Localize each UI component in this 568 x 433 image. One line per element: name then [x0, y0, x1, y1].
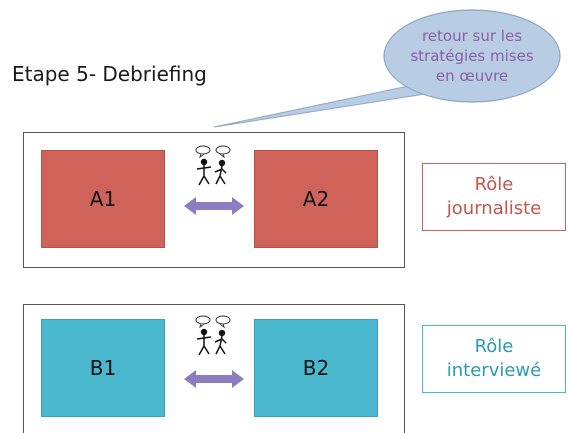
- card-a2: A2: [254, 150, 378, 248]
- card-a2-label: A2: [302, 187, 330, 211]
- role-box-journaliste: Rôle journaliste: [422, 163, 566, 231]
- role-box-interviewe: Rôle interviewé: [422, 325, 566, 393]
- card-a1: A1: [41, 150, 165, 248]
- double-arrow-icon: [184, 197, 244, 215]
- double-arrow-icon: [184, 370, 244, 388]
- card-b1-label: B1: [89, 356, 117, 380]
- two-people-talking-icon: [195, 145, 231, 186]
- page-title: Etape 5- Debriefing: [12, 62, 207, 86]
- group-b-frame: B1 B2: [23, 304, 405, 433]
- role-line: Rôle: [474, 174, 514, 195]
- bubble-line: en œuvre: [435, 67, 509, 85]
- speech-bubble-shape: [213, 9, 561, 128]
- group-a-frame: A1 A2: [23, 132, 405, 268]
- role-line: journaliste: [446, 198, 542, 219]
- card-b2-label: B2: [302, 356, 330, 380]
- card-a1-label: A1: [89, 187, 117, 211]
- card-b1: B1: [41, 319, 165, 417]
- bubble-line: stratégies mises: [410, 47, 534, 65]
- card-b2: B2: [254, 319, 378, 417]
- two-people-talking-icon: [195, 315, 231, 356]
- speech-bubble-text: retour sur les stratégies mises en œuvre: [392, 26, 552, 86]
- role-line: interviewé: [446, 360, 542, 381]
- bubble-line: retour sur les: [421, 27, 523, 45]
- role-line: Rôle: [474, 336, 514, 357]
